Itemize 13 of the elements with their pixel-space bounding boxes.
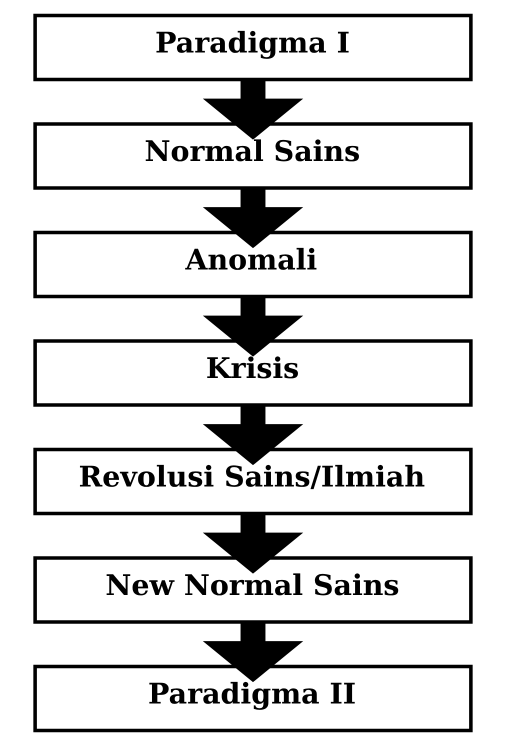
node-box: Normal Sains: [33, 122, 473, 190]
arrow: [202, 80, 304, 140]
arrow: [202, 405, 304, 466]
arrow: [202, 622, 304, 682]
node-box: Revolusi Sains/Ilmiah: [33, 448, 473, 516]
arrow: [202, 296, 304, 357]
arrow: [202, 514, 304, 574]
node-box: New Normal Sains: [33, 556, 473, 624]
arrow: [202, 188, 304, 248]
node-box: Paradigma II: [33, 664, 473, 732]
node-box: Anomali: [33, 230, 473, 298]
node-box: Krisis: [33, 339, 473, 407]
node-box: Paradigma I: [33, 14, 473, 82]
